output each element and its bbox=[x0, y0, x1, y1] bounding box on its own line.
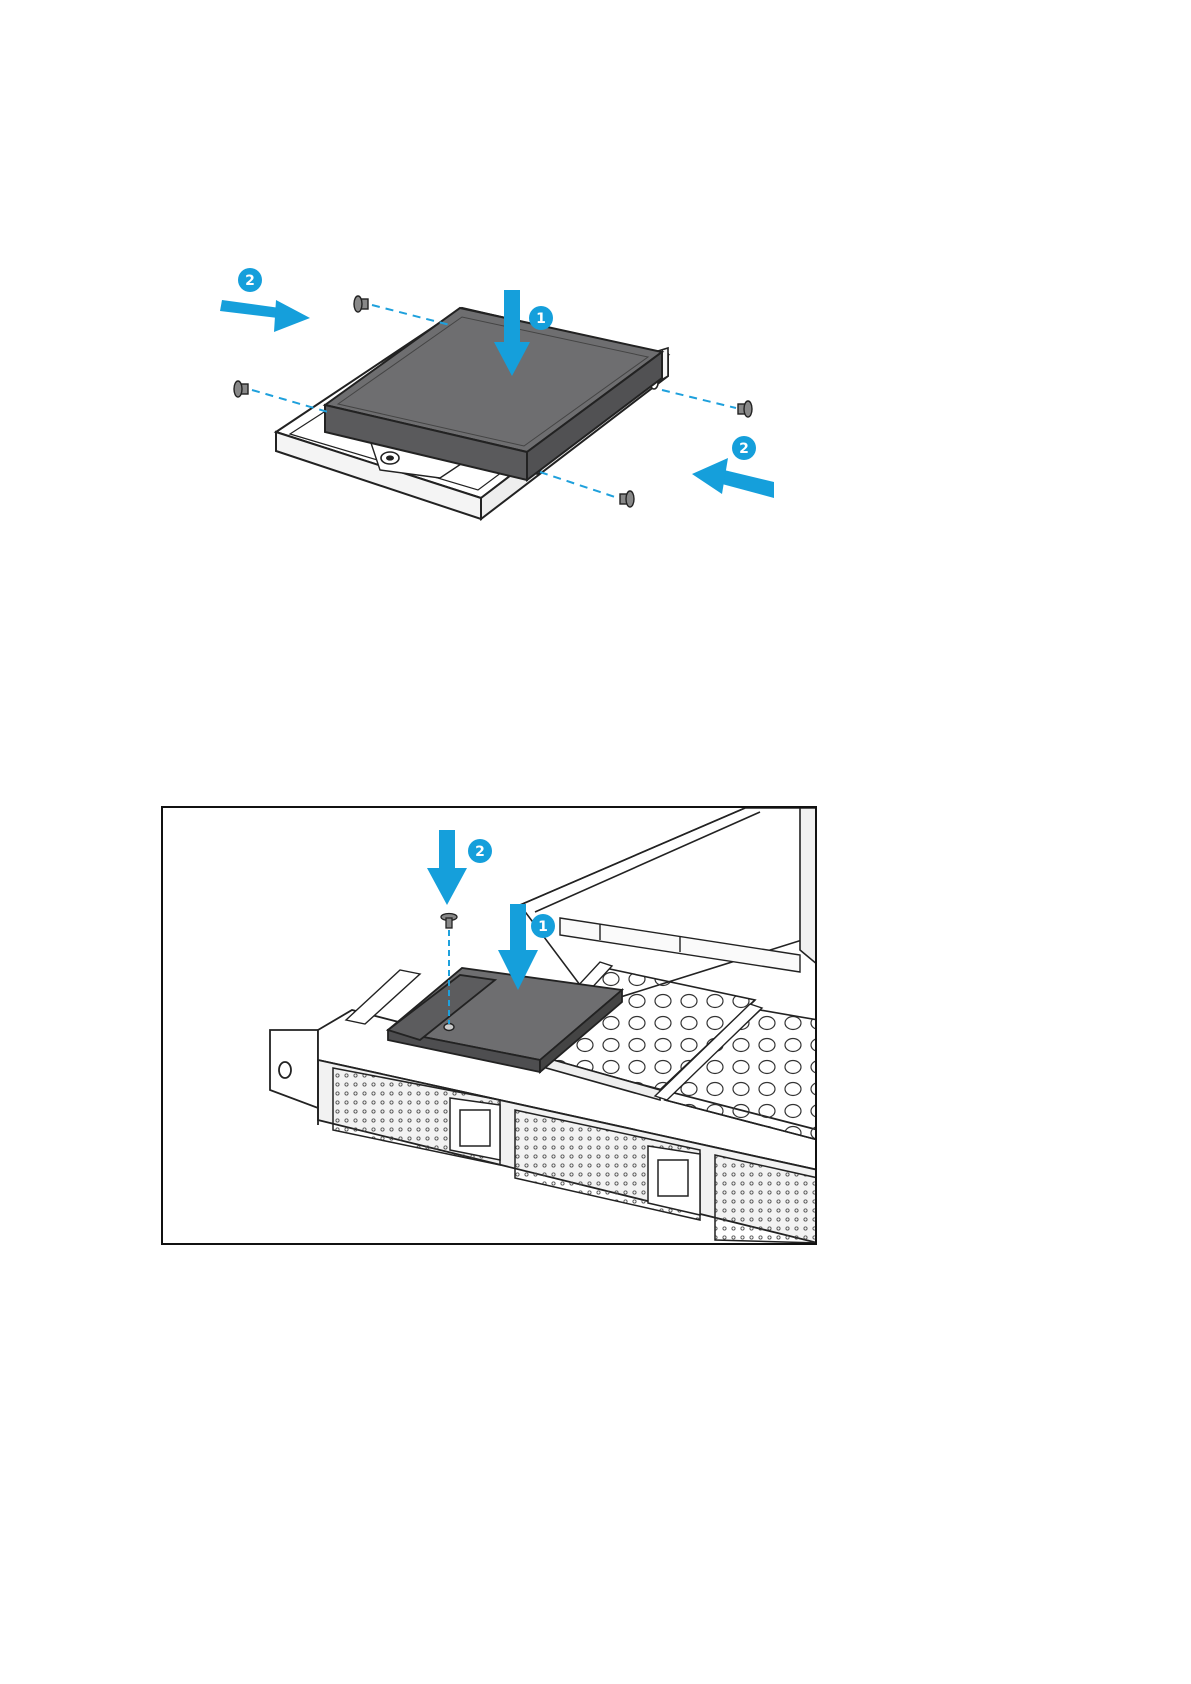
right-arrow-icon bbox=[220, 300, 310, 332]
step-badge-label: 2 bbox=[245, 273, 255, 289]
left-arrow-icon bbox=[692, 458, 774, 498]
step-badge-label: 2 bbox=[739, 441, 749, 457]
step-badge-label: 1 bbox=[536, 311, 546, 327]
step-badge-1: 1 bbox=[529, 306, 553, 330]
step-badge-2b: 2 bbox=[732, 436, 756, 460]
step-badge-2a: 2 bbox=[238, 268, 262, 292]
